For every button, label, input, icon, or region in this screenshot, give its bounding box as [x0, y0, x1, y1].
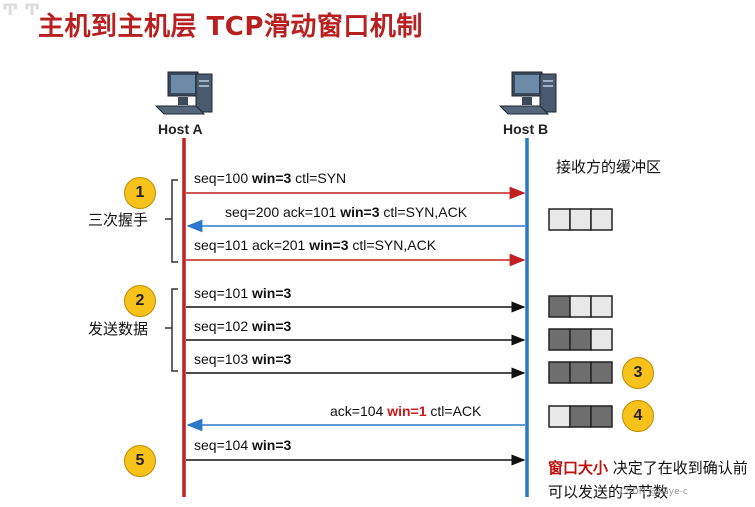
step-badge-5: 5 — [124, 445, 156, 477]
page-title: 主机到主机层 TCP滑动窗口机制 — [38, 12, 423, 42]
phase-data-label: 发送数据 — [88, 320, 149, 338]
message-4: seq=101 win=3 — [194, 285, 292, 301]
corner-mark: Ͳ Ͳ — [2, 0, 41, 19]
buffer-after-ack — [548, 405, 613, 428]
step-badge-2: 2 — [124, 285, 156, 317]
step-badge-4: 4 — [622, 400, 654, 432]
host-b-label: Host B — [503, 121, 549, 137]
buffer-empty — [548, 208, 613, 231]
message-8: seq=104 win=3 — [194, 437, 292, 453]
message-2: seq=200 ack=101 win=3 ctl=SYN,ACK — [225, 204, 468, 220]
buffer-full — [548, 361, 613, 384]
buffer-label: 接收方的缓冲区 — [556, 158, 662, 176]
message-5: seq=102 win=3 — [194, 318, 292, 334]
computer-icon-host-a — [154, 71, 213, 115]
message-7: ack=104 win=1 ctl=ACK — [330, 403, 482, 419]
phase-handshake-label: 三次握手 — [88, 211, 149, 229]
window-size-note: 窗口大小 决定了在收到确认前可以发送的字节数 — [548, 459, 748, 501]
bracket-handshake — [171, 179, 178, 263]
message-1: seq=100 win=3 ctl=SYN — [194, 170, 347, 186]
step-badge-1: 1 — [124, 177, 156, 209]
message-3: seq=101 ack=201 win=3 ctl=SYN,ACK — [194, 237, 437, 253]
message-6: seq=103 win=3 — [194, 351, 292, 367]
computer-icon-host-b — [498, 71, 557, 115]
step-badge-3: 3 — [622, 357, 654, 389]
buffer-two-filled — [548, 328, 613, 351]
host-a-label: Host A — [158, 121, 203, 137]
buffer-one-filled — [548, 295, 613, 318]
watermark: CSDN @Kaye-c — [620, 487, 688, 497]
bracket-data — [171, 288, 178, 372]
